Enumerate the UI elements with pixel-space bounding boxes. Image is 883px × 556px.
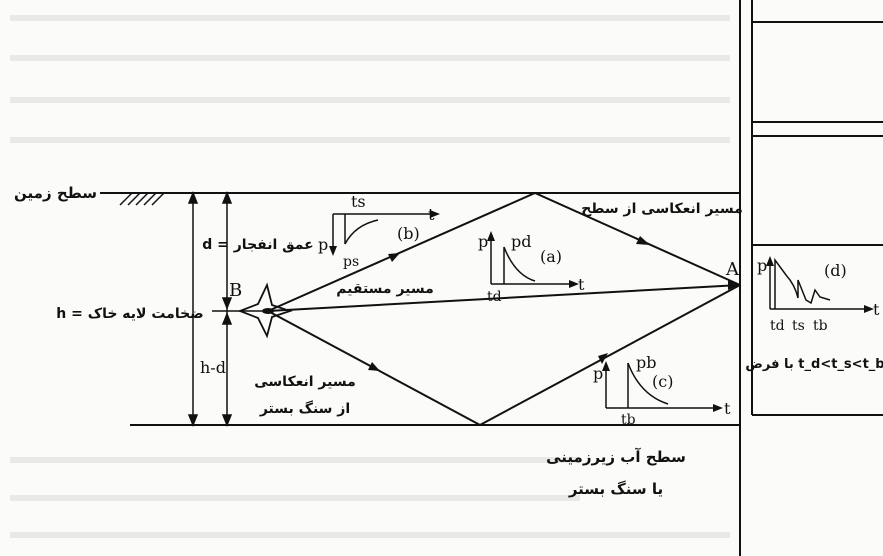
wave-paths xyxy=(267,191,741,427)
plot-b-t-axis-label: t xyxy=(428,205,435,224)
ground-hatch xyxy=(119,192,165,206)
bedrock-reflection-path-label-1: مسیر انعکاسی xyxy=(254,374,356,390)
plot-c-tag: (c) xyxy=(652,372,673,391)
plot-c-p-axis-label: p xyxy=(593,364,603,383)
point-A-label: A xyxy=(725,259,740,280)
background-bleed-text xyxy=(10,15,730,538)
plot-a-p-axis-label: p xyxy=(478,232,488,251)
plot-b-time-label: ts xyxy=(351,192,366,211)
direct-path xyxy=(267,284,741,312)
ground-surface-label: سطح زمین xyxy=(14,184,97,202)
plot-a: p pd (a) t td xyxy=(478,231,585,305)
bedrock-reflection-path-label-2: از سنگ بستر xyxy=(259,400,350,417)
assumption-label: با فرض t_d<t_s<t_b xyxy=(745,357,883,372)
plot-d-t-axis-label: t xyxy=(873,300,880,319)
plot-a-tag: (a) xyxy=(540,247,562,266)
h-minus-d-label: h-d xyxy=(200,358,226,377)
plot-d-time-s-label: ts xyxy=(792,318,805,334)
explosion-depth-label: d = عمق انفجار xyxy=(202,237,313,253)
plot-a-t-axis-label: t xyxy=(578,275,585,294)
plot-c-time-label: tb xyxy=(621,412,636,428)
bedrock-reflection-path xyxy=(267,284,741,427)
plot-a-time-label: td xyxy=(487,289,502,305)
building-structure xyxy=(739,0,883,556)
plot-d-p-axis-label: p xyxy=(757,256,767,275)
direct-path-label: مسیر مستقیم xyxy=(336,281,434,297)
dimension-lines xyxy=(187,190,262,428)
plot-d-time-d-label: td xyxy=(770,318,785,334)
plot-a-peak-label: pd xyxy=(511,232,531,251)
plot-b-p-axis-label: p xyxy=(318,235,328,254)
soil-thickness-label: h = ضخامت لایه خاک xyxy=(56,306,203,322)
path-arrowheads xyxy=(368,236,740,371)
plot-c: p pb (c) t tb xyxy=(593,353,731,428)
surface-reflection-path xyxy=(267,191,741,312)
plot-b-tag: (b) xyxy=(397,224,420,243)
plot-d-time-b-label: tb xyxy=(813,318,828,334)
groundwater-label-2: یا سنگ بستر xyxy=(568,480,663,498)
plot-b: ts t p ps (b) xyxy=(318,192,440,270)
point-B-label: B xyxy=(229,280,242,301)
plot-d-tag: (d) xyxy=(824,261,847,280)
surface-reflection-path-label: مسیر انعکاسی از سطح xyxy=(581,201,743,217)
plot-c-t-axis-label: t xyxy=(724,399,731,418)
groundwater-label-1: سطح آب زیرزمینی xyxy=(546,448,686,466)
plot-c-peak-label: pb xyxy=(636,353,656,372)
plot-d: p (d) t td ts tb xyxy=(757,256,880,334)
plot-b-peak-label: ps xyxy=(343,254,359,270)
